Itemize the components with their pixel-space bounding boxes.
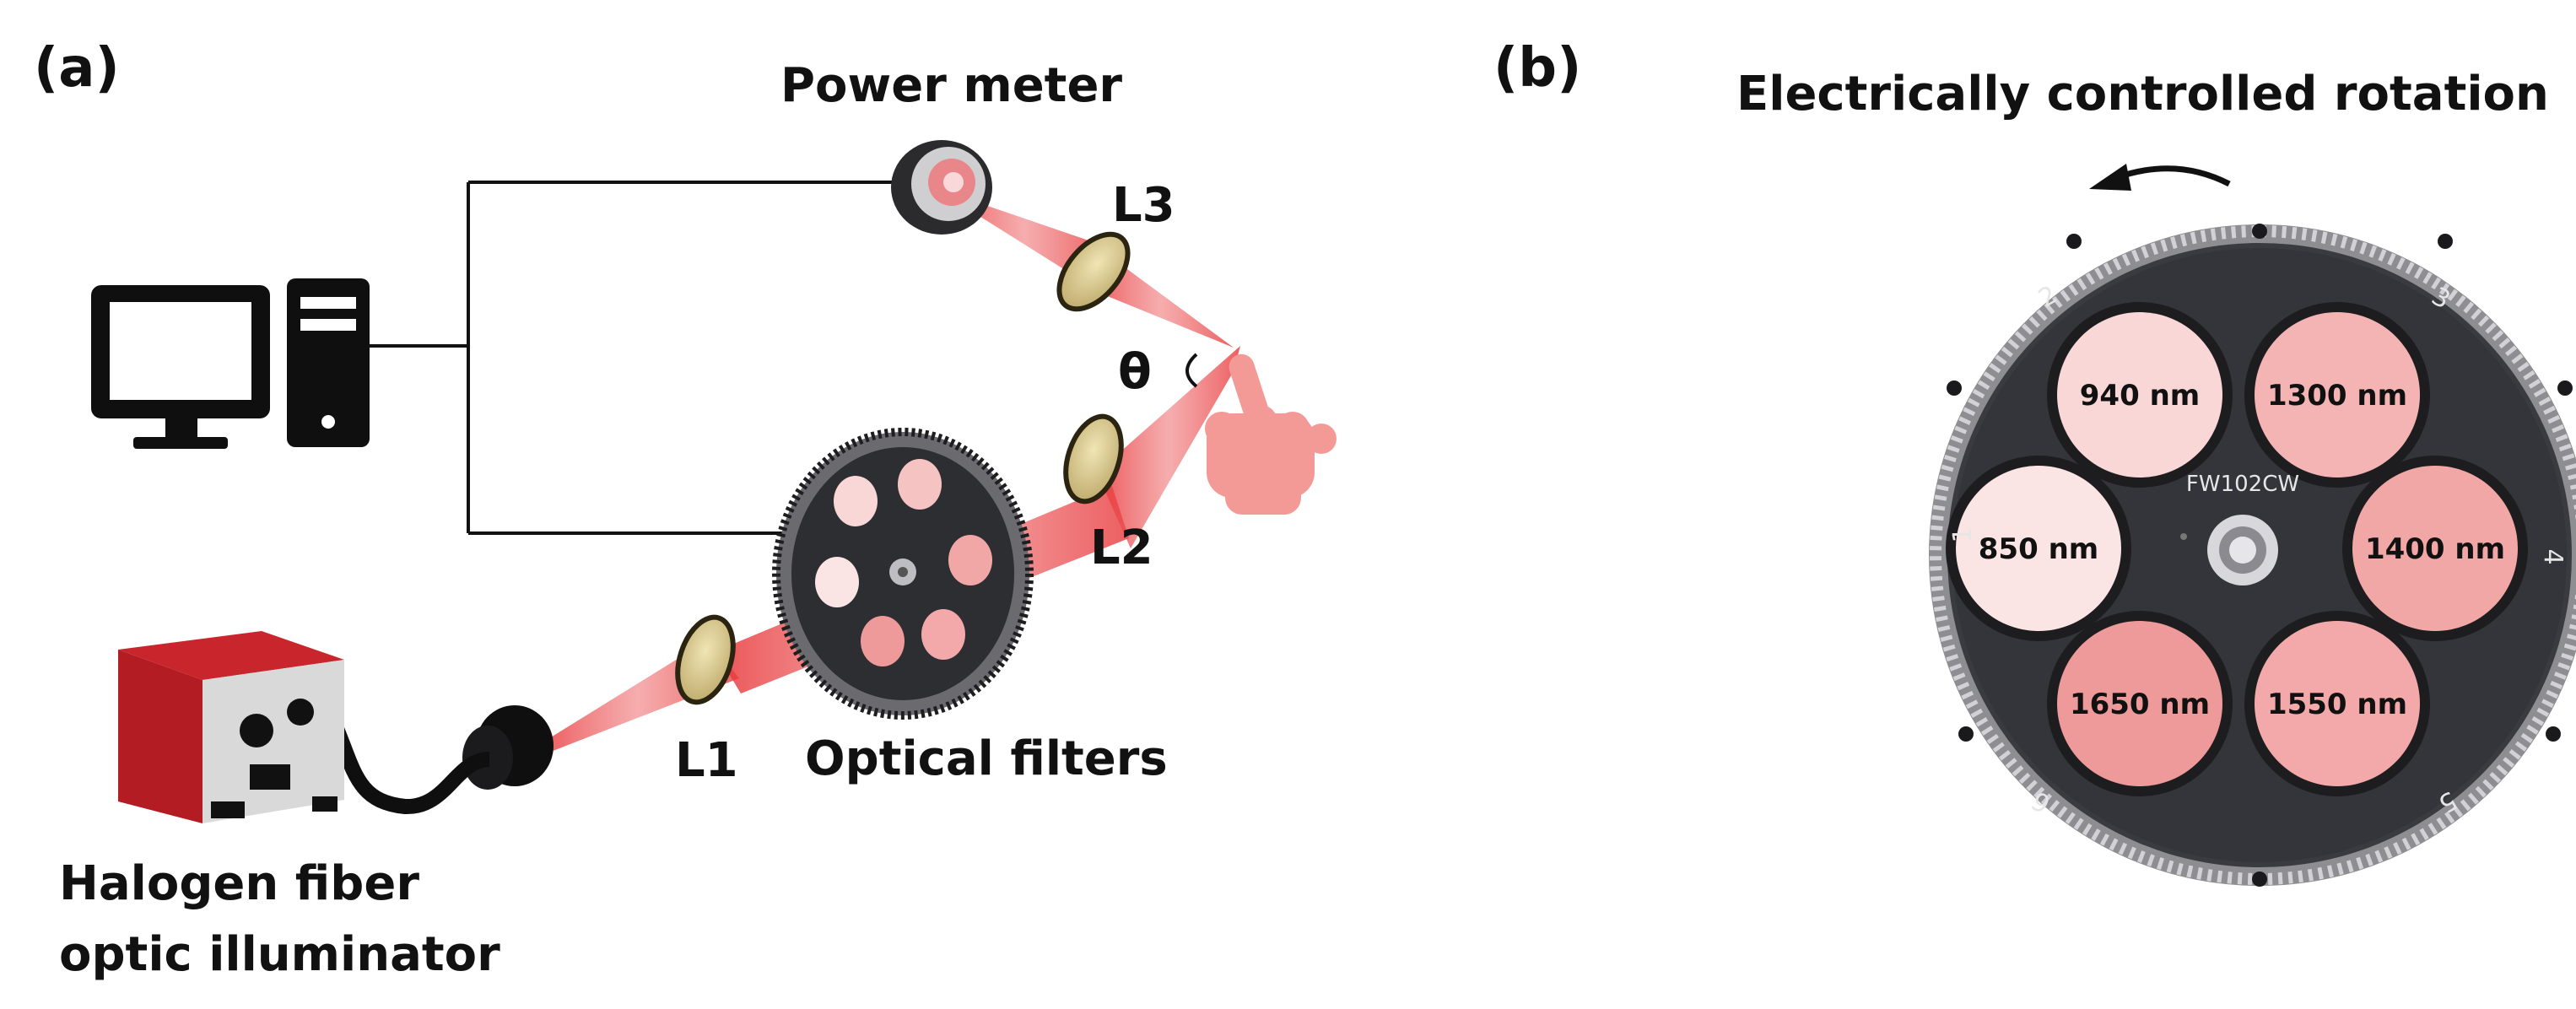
lens-l2-icon — [1063, 413, 1124, 505]
lens-l1-icon — [675, 614, 736, 705]
lens-l3-label: L3 — [1112, 178, 1175, 233]
filter-label-1: 850 nm — [1979, 532, 2098, 566]
lens-l2-label: L2 — [1090, 521, 1153, 575]
illuminator-label-line1: Halogen fiber — [59, 856, 419, 911]
rotation-arrow-icon — [2089, 164, 2231, 191]
filter-wheel-large: FW102CW 940 nm 1300 nm 850 nm 1400 nm 16… — [1929, 224, 2576, 887]
filter-label-5: 1550 nm — [2267, 688, 2407, 721]
fiber-output-icon — [462, 705, 554, 790]
filter-slot-5 — [2244, 611, 2430, 796]
power-meter-icon — [891, 140, 992, 235]
wheel-hub-icon — [2180, 515, 2278, 585]
hand-icon — [1205, 353, 1337, 515]
wheel-model-label: FW102CW — [2186, 472, 2299, 497]
position-number-4: 4 — [2538, 548, 2568, 564]
panel-a: (a) — [34, 37, 1337, 982]
illuminator-icon — [118, 631, 344, 823]
filter-label-4: 1400 nm — [2365, 532, 2505, 566]
filter-label-6: 1650 nm — [2070, 688, 2210, 721]
filter-label-3: 1300 nm — [2267, 379, 2407, 413]
lens-l3-icon — [1056, 231, 1131, 312]
position-number-1: 1 — [1948, 526, 1978, 542]
filter-slot-4 — [2342, 456, 2528, 641]
power-meter-label: Power meter — [780, 58, 1122, 113]
filter-slot-1 — [1946, 456, 2131, 641]
angle-arc — [1185, 353, 1198, 388]
computer-icon — [91, 278, 370, 449]
theta-label: θ — [1118, 343, 1152, 400]
illuminator-label-line2: optic illuminator — [59, 927, 500, 982]
panel-b: (b) Electrically controlled rotation — [1493, 37, 2576, 887]
panel-a-tag: (a) — [34, 37, 120, 100]
filter-slot-3 — [2244, 302, 2430, 488]
panel-b-title: Electrically controlled rotation — [1736, 67, 2549, 121]
control-cables — [370, 181, 894, 535]
filter-slot-6 — [2047, 611, 2233, 796]
lens-l1-label: L1 — [675, 733, 738, 788]
filter-label-2: 940 nm — [2080, 379, 2200, 413]
fiber-cable — [325, 715, 490, 814]
optical-filters-label: Optical filters — [805, 731, 1168, 786]
filter-slot-2 — [2047, 302, 2233, 488]
panel-b-tag: (b) — [1493, 37, 1581, 100]
filter-wheel-small — [772, 428, 1034, 720]
